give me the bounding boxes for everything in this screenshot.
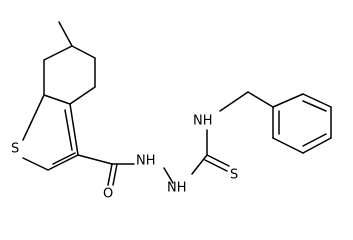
bond-ring6-1 — [71, 45, 96, 59]
bond-thiophene-1 — [29, 94, 45, 126]
atom-nh-2: NH — [167, 181, 187, 196]
bond-ring6-3 — [69, 86, 96, 105]
bond-thiophene-4b — [52, 152, 76, 165]
molecule-drawing: S O NH NH NH S — [11, 21, 332, 202]
atom-nh-1: NH — [136, 154, 156, 169]
bond-ph-4b — [302, 133, 327, 147]
bond-thiophene-3 — [22, 157, 49, 171]
bond-nh1-nh2 — [163, 167, 174, 184]
bond-nh2-cs — [191, 154, 208, 175]
atom-o-carbonyl: O — [103, 187, 113, 202]
bond-nh-ch2 — [219, 91, 249, 112]
atom-s-thione: S — [230, 168, 238, 183]
atom-s-ring: S — [11, 142, 19, 157]
bond-ph-2 — [302, 93, 332, 108]
bond-ph-2b — [302, 100, 327, 112]
bond-thiophene-2 — [22, 124, 31, 141]
bond-layer — [22, 21, 332, 186]
bond-ph-1 — [272, 93, 304, 108]
bond-cs-s-1 — [206, 154, 230, 167]
bond-thiophene-4 — [47, 154, 79, 171]
bond-thiophene-5b — [64, 109, 73, 151]
bond-ph-5 — [272, 137, 304, 154]
bond-c-carbonyl — [77, 154, 113, 165]
atom-nh-benzyl: NH — [193, 114, 213, 129]
bond-ring6-6 — [43, 45, 73, 61]
structure-canvas: S O NH NH NH S — [11, 21, 332, 202]
bond-co-1 — [107, 163, 113, 186]
bond-methyl — [58, 21, 73, 47]
bond-ring6-4 — [43, 94, 71, 105]
bond-co-2 — [112, 163, 118, 186]
atom-label-layer: S O NH NH NH S — [11, 114, 238, 202]
bond-thiophene-5 — [69, 103, 79, 156]
bond-ch2-ph — [247, 91, 274, 108]
bond-cs-s-2 — [204, 159, 228, 172]
bond-ph-4 — [302, 137, 332, 154]
